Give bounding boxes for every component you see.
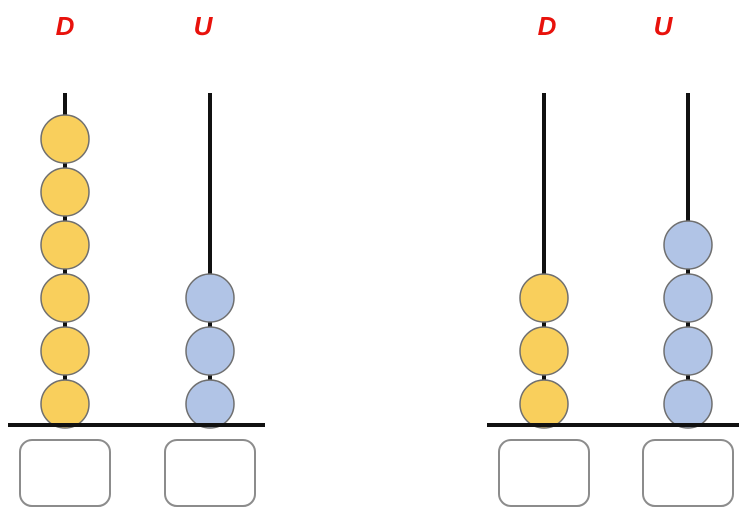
- abacus-1-tens-bead: [40, 326, 90, 376]
- abacus-1-units-label: U: [193, 11, 213, 41]
- abacus-2-units-bead: [663, 220, 713, 270]
- abacus-2-tens-label: D: [537, 11, 557, 41]
- abacus-2-tens-answer-box[interactable]: [498, 439, 590, 507]
- abacus-1-tens-bead: [40, 273, 90, 323]
- abacus-1-tens-answer-box[interactable]: [19, 439, 111, 507]
- abacus-1-tens-bead: [40, 379, 90, 429]
- abacus-2-units-label: U: [653, 11, 673, 41]
- abacus-1-units-bead: [185, 379, 235, 429]
- abacus-2-units-bead: [663, 273, 713, 323]
- abacus-1-tens-bead: [40, 220, 90, 270]
- abacus-1-tens-label: D: [55, 11, 75, 41]
- abacus-2-tens-bead: [519, 379, 569, 429]
- abacus-1-tens-bead: [40, 114, 90, 164]
- abacus-2-units-bead: [663, 379, 713, 429]
- abacus-2-units-bead: [663, 326, 713, 376]
- abacus-1-tens-bead: [40, 167, 90, 217]
- abacus-1-units-answer-box[interactable]: [164, 439, 256, 507]
- abacus-2-units-answer-box[interactable]: [642, 439, 734, 507]
- abacus-1-units-bead: [185, 273, 235, 323]
- abacus-2-tens-bead: [519, 326, 569, 376]
- abacus-1-units-bead: [185, 326, 235, 376]
- abacus-2-tens-bead: [519, 273, 569, 323]
